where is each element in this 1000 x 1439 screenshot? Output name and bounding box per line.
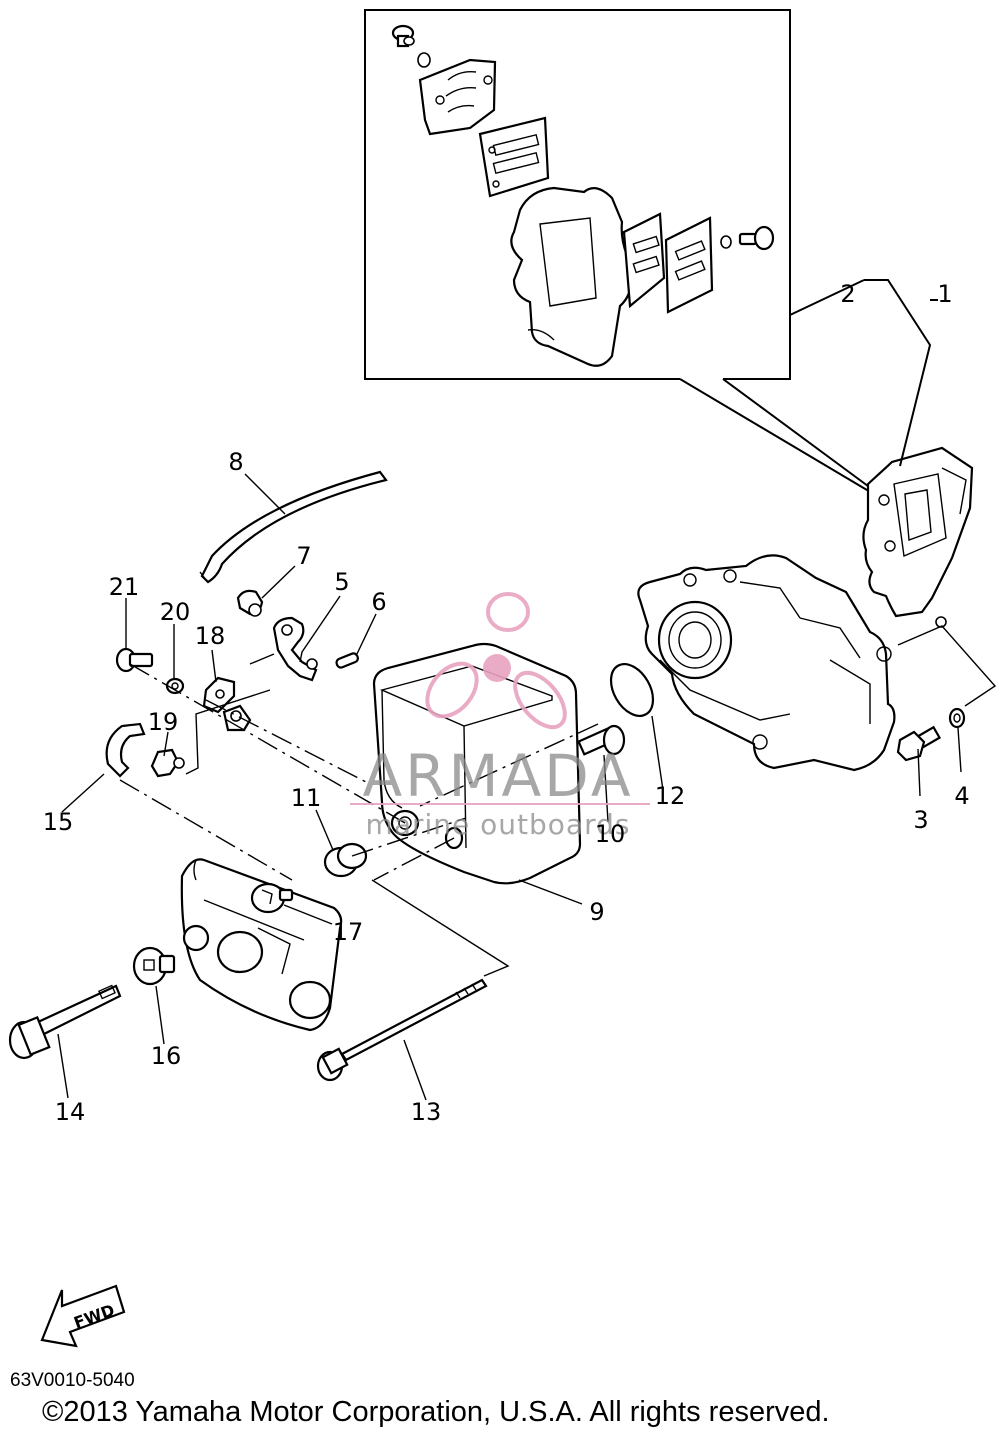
screw-small — [115, 647, 154, 673]
inset-reed-stopper — [418, 58, 497, 136]
hose-joint — [150, 748, 185, 778]
watermark-tagline: marine outboards — [366, 808, 631, 841]
choke-knob — [132, 946, 176, 986]
callout-13: 13 — [411, 1098, 442, 1126]
pin — [335, 652, 359, 669]
bolt — [577, 724, 626, 756]
inset-washer-top — [417, 52, 431, 68]
washer-small-hole — [171, 682, 179, 690]
knob-top — [250, 882, 294, 914]
callout-17: 17 — [333, 918, 364, 946]
fwd-arrow-icon: FWD — [40, 1284, 126, 1348]
inset-gaskets — [622, 212, 714, 314]
carburetor-body — [637, 554, 896, 772]
washer-hole — [953, 713, 961, 723]
callout-19: 19 — [148, 708, 179, 736]
inset-screw-top — [391, 24, 415, 48]
callout-2: 2 — [840, 280, 855, 308]
callout-9: 9 — [589, 898, 604, 926]
o-ring — [609, 663, 655, 717]
long-bolt — [316, 978, 488, 1082]
callout-11: 11 — [291, 784, 322, 812]
inset-valve-seat — [510, 186, 633, 367]
leader-lines — [57, 279, 997, 1101]
callout-18: 18 — [195, 622, 226, 650]
callout-14: 14 — [55, 1098, 86, 1126]
callout-20: 20 — [160, 598, 191, 626]
copyright-notice: ©2013 Yamaha Motor Corporation, U.S.A. A… — [42, 1396, 830, 1428]
callout-4: 4 — [954, 782, 969, 810]
washer — [948, 707, 966, 729]
callout-21: 21 — [109, 573, 140, 601]
watermark-name: ARMADA — [362, 742, 633, 810]
choke-rod — [8, 984, 122, 1060]
callout-1: 1 — [937, 280, 952, 308]
callout-15: 15 — [43, 808, 74, 836]
callout-10: 10 — [595, 820, 626, 848]
inset-reed-valve — [478, 116, 550, 198]
armada-watermark-logo — [350, 592, 650, 805]
hose — [199, 470, 388, 584]
reed-valve-assembly — [862, 446, 974, 628]
inset-washer-right — [720, 235, 732, 249]
link-lever — [272, 616, 318, 682]
callout-5: 5 — [334, 568, 349, 596]
callout-12: 12 — [655, 782, 686, 810]
callout-8: 8 — [228, 448, 243, 476]
diagram-code: 63V0010-5040 — [10, 1370, 135, 1391]
callout-6: 6 — [371, 588, 386, 616]
callout-16: 16 — [151, 1042, 182, 1070]
reed-valve-detail-inset — [364, 9, 873, 494]
front-panel — [180, 858, 343, 1032]
callout-3: 3 — [913, 806, 928, 834]
vent-hose — [105, 722, 146, 778]
hose-clip — [236, 589, 264, 617]
cap — [323, 842, 368, 878]
callout-7: 7 — [296, 542, 311, 570]
inset-screw-right — [738, 225, 775, 251]
